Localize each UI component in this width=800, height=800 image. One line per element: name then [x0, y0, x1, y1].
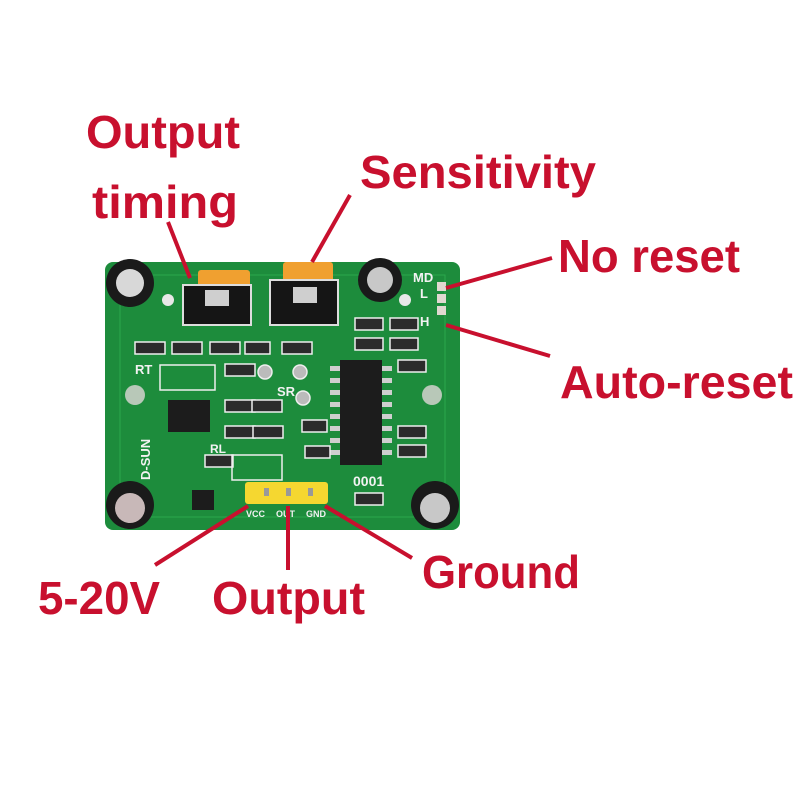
leader-sensitivity: [310, 194, 352, 263]
diode: [192, 490, 214, 510]
label-vcc: 5-20V: [38, 572, 160, 624]
leader-no-reset: [445, 256, 553, 290]
silk-brand: D-SUN: [138, 439, 153, 480]
sensitivity-potentiometer: [269, 262, 339, 326]
label-output: Output: [212, 572, 365, 624]
label-ground: Ground: [422, 546, 580, 598]
silk-code: 0001: [353, 473, 384, 489]
smd-resistors: [134, 317, 427, 506]
silk-pin-gnd: GND: [306, 509, 327, 519]
label-no-reset: No reset: [558, 230, 740, 282]
label-sensitivity: Sensitivity: [360, 146, 596, 198]
pads: [159, 364, 311, 481]
silk-rl: RL: [210, 442, 226, 456]
pin-header: [245, 482, 328, 504]
label-output-timing-line2: timing: [92, 176, 238, 228]
silk-sr: SR: [277, 384, 296, 399]
silk-rt: RT: [135, 362, 152, 377]
silk-md: MD: [413, 270, 433, 285]
silk-h: H: [420, 314, 429, 329]
leader-output-timing: [166, 221, 192, 279]
leader-ground: [323, 504, 414, 560]
leader-vcc: [153, 504, 250, 567]
leader-auto-reset: [445, 323, 551, 358]
reset-mode-jumper: [437, 282, 446, 315]
output-timing-potentiometer: [182, 270, 252, 326]
voltage-regulator: [168, 400, 210, 432]
ic-chip: [330, 360, 392, 465]
capacitor: [106, 258, 459, 529]
label-auto-reset: Auto-reset: [560, 356, 793, 408]
label-output-timing-line1: Output: [86, 106, 240, 158]
silk-pin-out: OUT: [276, 509, 296, 519]
silk-l: L: [420, 286, 428, 301]
silk-pin-vcc: VCC: [246, 509, 266, 519]
